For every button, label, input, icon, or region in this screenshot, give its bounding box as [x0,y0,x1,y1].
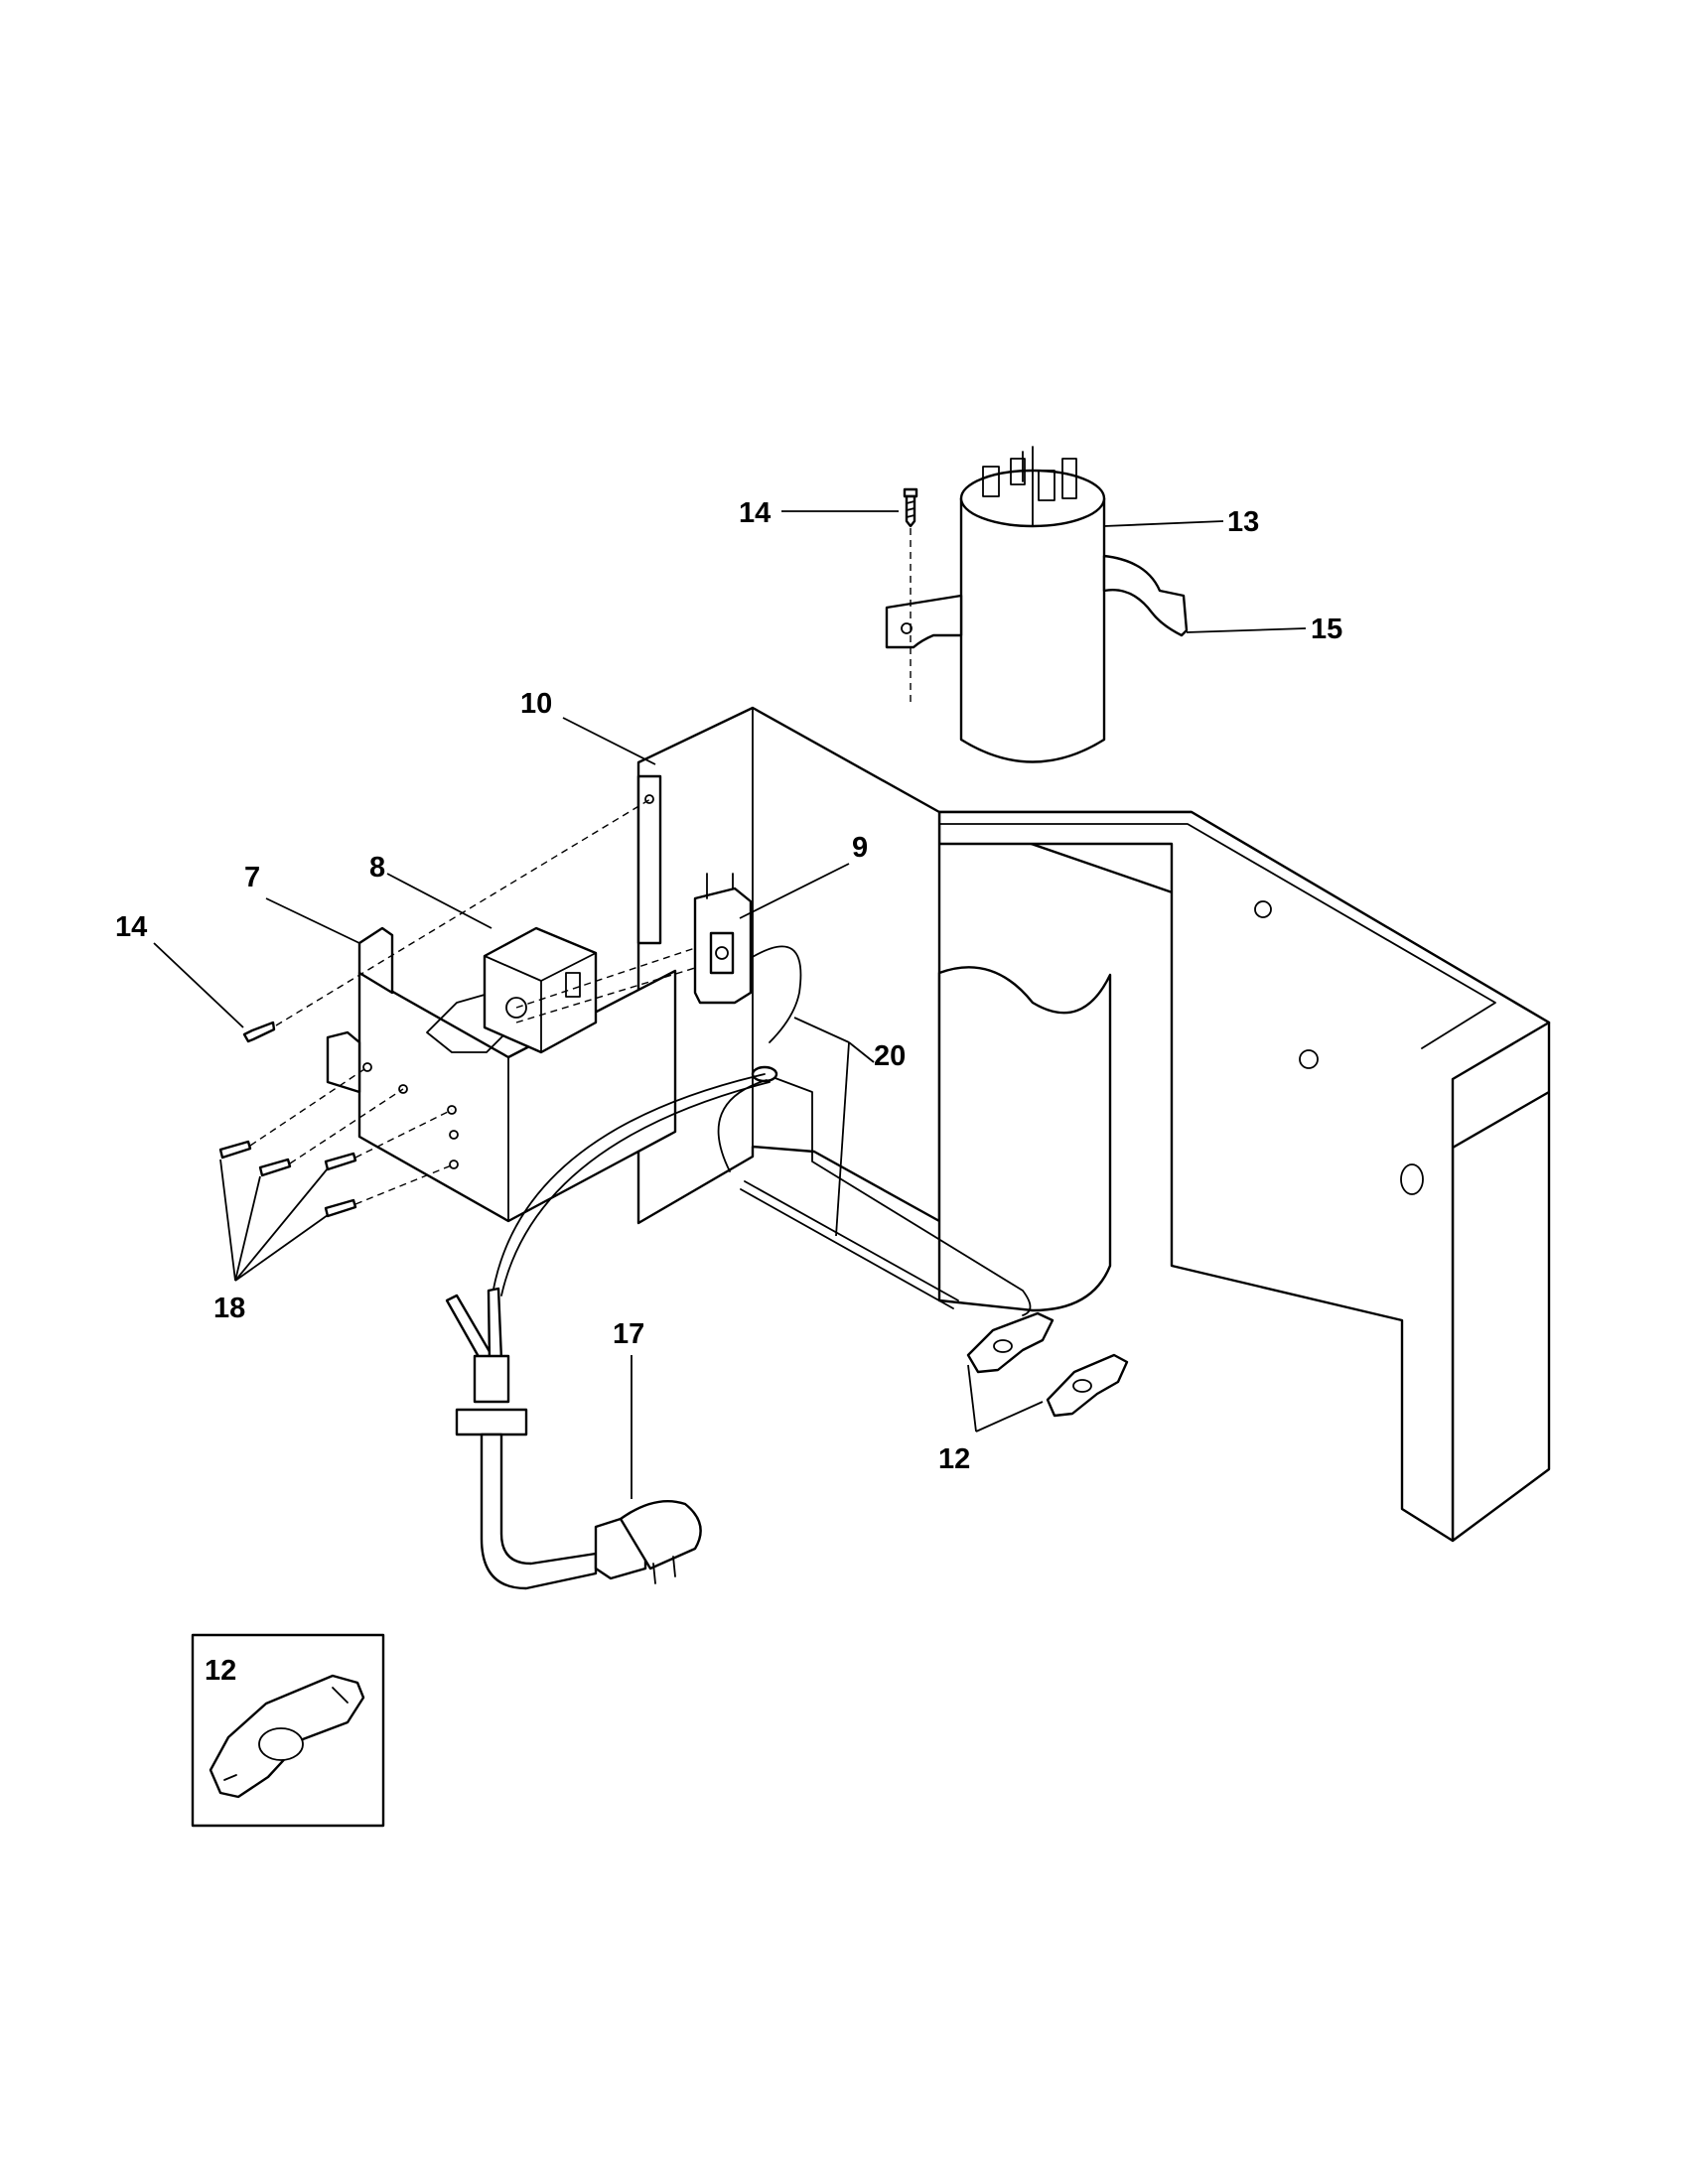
capacitor-body [959,496,1106,763]
callout-14-top: 14 [739,497,771,529]
callout-15: 15 [1311,614,1342,645]
screws-18 [218,947,696,1218]
strain-relief [455,1408,528,1436]
callout-17: 17 [613,1318,644,1350]
blower-housing [937,966,1112,1312]
callout-14-left: 14 [115,911,147,943]
callout-9: 9 [852,832,868,864]
capacitor-strap-tab [885,594,963,649]
plug [619,1500,702,1570]
power-cord [445,1073,771,1590]
callout-12-inset: 12 [205,1655,236,1687]
callout-10: 10 [520,688,552,720]
relay-switch [693,873,802,1043]
panel-hole-1 [1254,900,1272,918]
base-panel [937,810,1551,1543]
callout-18: 18 [213,1293,245,1324]
screw-top [903,487,918,703]
screw-left [242,798,651,1043]
panel-hole-2 [1299,1049,1319,1069]
callout-20: 20 [874,1040,906,1072]
callout-labels: 14 13 15 10 9 7 8 14 20 18 17 12 12 [115,497,1342,1687]
capacitor-strap-clip [1102,554,1189,637]
inset-detail [191,1633,385,1828]
callout-13: 13 [1227,506,1259,538]
control-box [326,926,677,1223]
capacitor-assembly [885,446,1189,763]
clips-12 [966,1311,1129,1418]
timer [483,926,598,1054]
callout-7: 7 [244,862,260,893]
mounting-panel [636,706,1112,1312]
callout-12-main: 12 [938,1443,970,1475]
leader-lines [153,510,1307,1499]
panel-hole-3 [1400,1163,1424,1195]
callout-8: 8 [369,852,385,884]
